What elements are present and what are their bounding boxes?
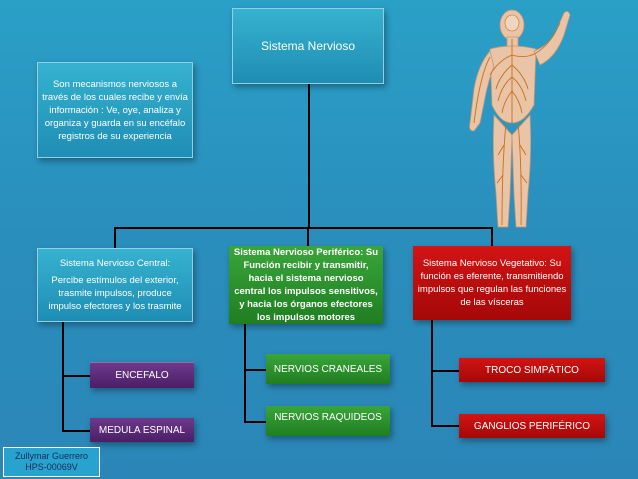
connector-medula <box>62 430 90 432</box>
intro-box: Son mecanismos nerviosos a través de los… <box>37 62 193 158</box>
ganglios-label: GANGLIOS PERIFÉRICO <box>473 420 591 432</box>
peripheral-nervous-system-box: Sistema Nervioso Periférico: Su Función … <box>229 246 383 324</box>
encefalo-box: ENCEFALO <box>90 362 194 388</box>
connector-vegetativo <box>491 227 493 246</box>
connector-craneales <box>244 369 266 371</box>
connector-periferico <box>307 227 309 246</box>
central-nervous-system-box: Sistema Nervioso Central: Percibe estímu… <box>37 248 193 322</box>
central-heading: Sistema Nervioso Central: <box>59 258 171 269</box>
author-badge: Zullymar Guerrero HPS-00069V <box>3 447 100 477</box>
autonomic-nervous-system-box: Sistema Nervioso Vegetativo: Su función … <box>413 246 571 320</box>
raquideos-label: NERVIOS RAQUIDEOS <box>274 412 382 423</box>
title-box: Sistema Nervioso <box>232 8 384 84</box>
central-text: Percibe estímulos del exterior, trasmite… <box>48 275 182 312</box>
vegetativo-text: Sistema Nervioso Vegetativo: Su función … <box>417 258 567 308</box>
medula-box: MEDULA ESPINAL <box>90 418 194 442</box>
connector-title-down <box>308 84 310 228</box>
periferico-text: Sistema Nervioso Periférico: Su Función … <box>233 247 379 323</box>
author-name: Zullymar Guerrero <box>14 451 88 461</box>
connector-central <box>114 227 116 248</box>
connector-vegetativo-branch <box>431 320 433 427</box>
medula-label: MEDULA ESPINAL <box>98 424 186 436</box>
diagram-title: Sistema Nervioso <box>260 39 356 53</box>
connector-raquideos <box>244 421 266 423</box>
craneales-box: NERVIOS CRANEALES <box>266 354 390 384</box>
craneales-label: NERVIOS CRANEALES <box>273 363 383 375</box>
ganglios-box: GANGLIOS PERIFÉRICO <box>459 414 605 438</box>
intro-text: Son mecanismos nerviosos a través de los… <box>42 78 188 142</box>
author-id: HPS-00069V <box>25 462 78 472</box>
connector-periferico-branch <box>244 324 246 423</box>
connector-horizontal <box>114 227 492 229</box>
encefalo-label: ENCEFALO <box>115 370 169 381</box>
connector-encefalo <box>62 375 90 377</box>
simpatico-box: TROCO SIMPÁTICO <box>459 358 605 382</box>
simpatico-label: TROCO SIMPÁTICO <box>485 364 579 376</box>
raquideos-box: NERVIOS RAQUIDEOS <box>266 406 390 436</box>
nervous-system-body-image <box>469 9 571 228</box>
connector-simpatico <box>431 370 459 372</box>
connector-ganglios <box>431 425 459 427</box>
